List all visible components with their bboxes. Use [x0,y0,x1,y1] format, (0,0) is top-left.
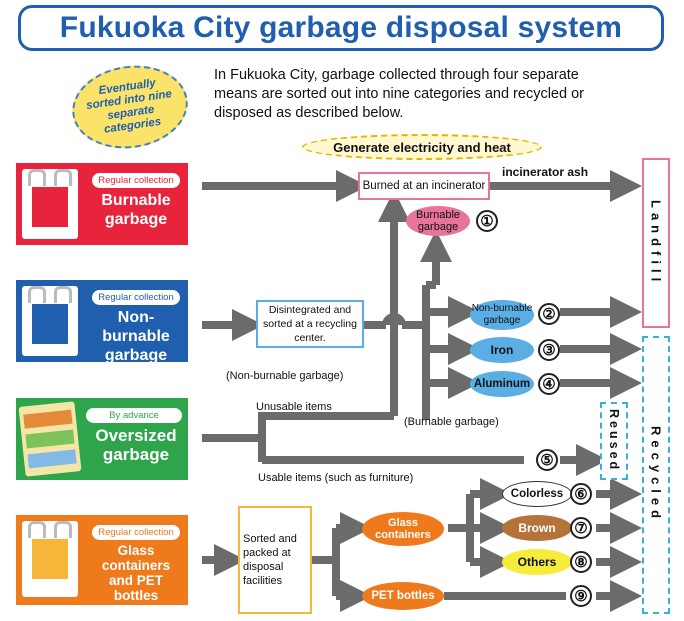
landfill-label: Landfill [648,199,664,287]
oversized-name: Oversized garbage [95,426,177,464]
oval-aluminum: Aluminum [470,371,534,397]
oval-burnable: Burnable garbage [406,206,470,236]
category-glass-pet: Regular collection Glass containers and … [16,515,188,605]
burnable-name: Burnable garbage [101,192,171,228]
non-burnable-name: Non-burnable garbage [102,309,170,364]
oversized-ticket-icon [18,401,82,477]
non-burnable-tag: Regular collection [92,290,180,305]
glass-pet-name: Glass containers and PET bottles [101,543,171,603]
recycled-box: Recycled [642,336,670,614]
title-box: Fukuoka City garbage disposal system [18,5,664,51]
incinerator-box: Burned at an incinerator [358,172,490,200]
page-title: Fukuoka City garbage disposal system [59,11,623,44]
num-4: ④ [538,373,560,395]
num-9: ⑨ [570,585,592,607]
burnable-tag: Regular collection [92,173,180,188]
glass-pet-tag: Regular collection [92,525,180,540]
num-8: ⑧ [570,551,592,573]
category-burnable: Regular collection Burnable garbage [16,163,188,245]
oval-brown: Brown [502,515,572,541]
generate-electricity-text: Generate electricity and heat [333,139,511,155]
num-7: ⑦ [570,517,592,539]
recycled-label: Recycled [648,426,664,524]
generate-electricity-oval: Generate electricity and heat [302,134,542,160]
num-5: ⑤ [536,449,558,471]
label-unusable: Unusable items [256,401,332,413]
oversized-tag: By advance application [86,408,182,436]
oval-non-burnable: Non-burnable garbage [470,300,534,330]
burnable-bag-icon [22,169,78,239]
intro-text: In Fukuoka City, garbage collected throu… [214,67,584,121]
disposal-facilities-box: Sorted and packed at disposal facilities [238,506,312,614]
oval-pet: PET bottles [362,582,444,610]
landfill-box: Landfill [642,158,670,328]
non-burnable-bag-icon [22,286,78,356]
label-burnable-garbage: (Burnable garbage) [404,416,499,428]
num-6: ⑥ [570,483,592,505]
category-non-burnable: Regular collection Non-burnable garbage [16,280,188,364]
reused-box: Reused [600,402,628,480]
reused-label: Reused [607,409,621,473]
oval-others: Others [502,549,572,575]
incinerator-ash-label: incinerator ash [502,165,589,179]
oval-colorless: Colorless [502,481,572,507]
glass-pet-bag-icon [22,521,78,597]
category-oversized: By advance application Oversized garbage [16,398,188,480]
oval-glass: Glass containers [362,512,444,546]
label-usable: Usable items (such as furniture) [258,472,414,484]
label-non-burnable: (Non-burnable garbage) [226,370,344,382]
num-1: ① [476,210,498,232]
recycling-center-box: Disintegrated and sorted at a recycling … [256,300,364,348]
num-3: ③ [538,339,560,361]
num-2: ② [538,303,560,325]
oval-iron: Iron [470,337,534,363]
